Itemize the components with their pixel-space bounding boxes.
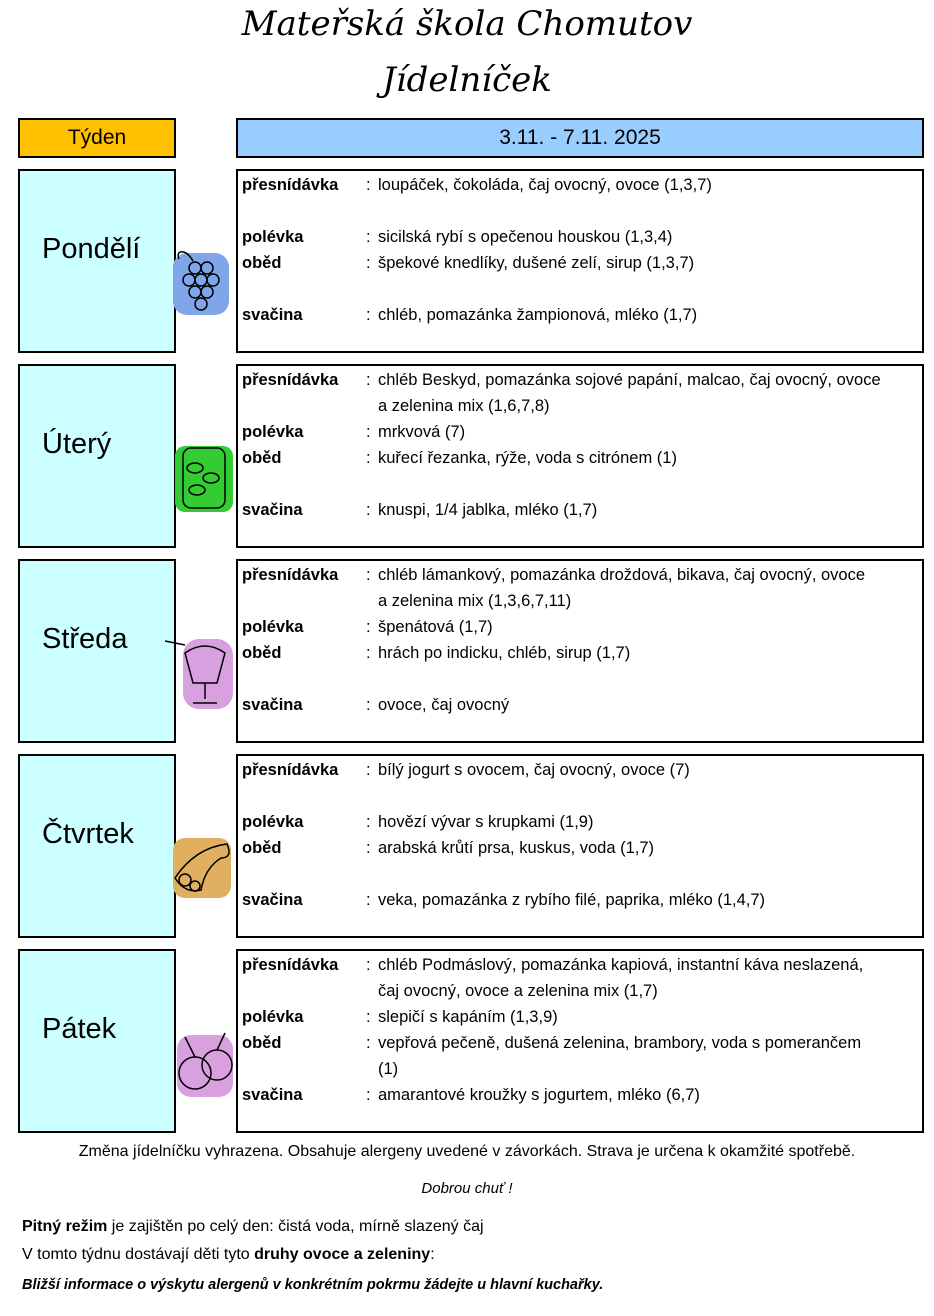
lunch-text-2: (1) <box>378 1060 399 1078</box>
snack1-text: bílý jogurt s ovocem, čaj ovocný, ovoce … <box>378 761 690 779</box>
snack1-label: přesnídávka <box>242 176 339 194</box>
snack2-label: svačina <box>242 306 303 324</box>
snack2-label: svačina <box>242 1086 303 1104</box>
lunch-label: oběd <box>242 449 282 467</box>
snack2-text: chléb, pomazánka žampionová, mléko (1,7) <box>378 306 698 324</box>
page-title: Jídelníček <box>382 60 552 100</box>
colon: : <box>366 644 371 662</box>
lunch-text: arabská krůtí prsa, kuskus, voda (1,7) <box>378 839 655 857</box>
colon: : <box>366 1086 371 1104</box>
fruit-info: V tomto týdnu dostávají děti tyto druhy … <box>22 1246 435 1264</box>
colon: : <box>366 176 371 194</box>
apples-icon <box>177 1032 233 1097</box>
day-name: Úterý <box>42 428 112 460</box>
soup-text: sicilská rybí s opečenou houskou (1,3,4) <box>378 228 673 246</box>
jar-icon <box>175 446 233 512</box>
day-box-2: Středa <box>18 559 233 743</box>
lunch-text: vepřová pečeně, dušená zelenina, brambor… <box>378 1034 862 1052</box>
soup-text: mrkvová (7) <box>378 423 466 441</box>
snack1-text: chléb Beskyd, pomazánka sojové papání, m… <box>378 371 881 389</box>
colon: : <box>366 306 371 324</box>
soup-text: hovězí vývar s krupkami (1,9) <box>378 813 594 831</box>
wish: Dobrou chuť ! <box>421 1180 513 1197</box>
lunch-text: kuřecí řezanka, rýže, voda s citrónem (1… <box>378 449 677 467</box>
day-menu-0: přesnídávka : loupáček, čokoláda, čaj ov… <box>236 169 924 353</box>
snack2-label: svačina <box>242 696 303 714</box>
snack1-text-2: a zelenina mix (1,3,6,7,11) <box>378 592 572 610</box>
week-dates: 3.11. - 7.11. 2025 <box>236 118 924 158</box>
colon: : <box>366 761 371 779</box>
lunch-text: hrách po indicku, chléb, sirup (1,7) <box>378 644 631 662</box>
notice: Změna jídelníčku vyhrazena. Obsahuje ale… <box>78 1143 856 1160</box>
lunch-label: oběd <box>242 839 282 857</box>
snack2-text: veka, pomazánka z rybího filé, paprika, … <box>378 891 766 909</box>
drink-bold: Pitný režim <box>22 1218 108 1235</box>
snack2-text: amarantové kroužky s jogurtem, mléko (6,… <box>378 1086 700 1104</box>
day-menu-3: přesnídávka : bílý jogurt s ovocem, čaj … <box>236 754 924 938</box>
drinking-regime: Pitný režim je zajištěn po celý den: čis… <box>22 1218 484 1236</box>
colon: : <box>366 1034 371 1052</box>
snack2-label: svačina <box>242 501 303 519</box>
colon: : <box>366 839 371 857</box>
colon: : <box>366 618 371 636</box>
lunch-text: špekové knedlíky, dušené zelí, sirup (1,… <box>378 254 695 272</box>
day-name: Středa <box>42 623 128 655</box>
fruit-pre: V tomto týdnu dostávají děti tyto <box>22 1246 255 1263</box>
day-box-3: Čtvrtek <box>18 754 231 938</box>
cornucopia-icon <box>173 838 231 898</box>
soup-label: polévka <box>242 1008 304 1026</box>
fruit-post: : <box>430 1246 435 1263</box>
soup-label: polévka <box>242 228 304 246</box>
snack2-label: svačina <box>242 891 303 909</box>
snack1-text: chléb Podmáslový, pomazánka kapiová, ins… <box>378 956 864 974</box>
day-menu-2: přesnídávka : chléb lámankový, pomazánka… <box>236 559 924 743</box>
snack1-label: přesnídávka <box>242 371 339 389</box>
grapes-icon <box>173 251 229 315</box>
colon: : <box>366 228 371 246</box>
snack2-text: ovoce, čaj ovocný <box>378 696 510 714</box>
lunch-label: oběd <box>242 1034 282 1052</box>
day-menu-4: přesnídávka : chléb Podmáslový, pomazánk… <box>236 949 924 1133</box>
week-label: Týden <box>18 118 176 158</box>
snack1-text-2: čaj ovocný, ovoce a zelenina mix (1,7) <box>378 982 658 1000</box>
colon: : <box>366 371 371 389</box>
fruit-bold: druhy ovoce a zeleniny <box>254 1246 431 1263</box>
day-menu-1: přesnídávka : chléb Beskyd, pomazánka so… <box>236 364 924 548</box>
colon: : <box>366 891 371 909</box>
lunch-label: oběd <box>242 254 282 272</box>
lunch-label: oběd <box>242 644 282 662</box>
day-name: Čtvrtek <box>42 818 134 850</box>
snack1-label: přesnídávka <box>242 761 339 779</box>
drink-text: je zajištěn po celý den: čistá voda, mír… <box>107 1218 484 1235</box>
colon: : <box>366 254 371 272</box>
colon: : <box>366 956 371 974</box>
school-name: Mateřská škola Chomutov <box>241 4 693 44</box>
day-box-0: Pondělí <box>18 169 229 353</box>
day-name: Pátek <box>42 1013 117 1045</box>
colon: : <box>366 813 371 831</box>
allergen-info: Bližší informace o výskytu alergenů v ko… <box>22 1277 604 1293</box>
soup-label: polévka <box>242 423 304 441</box>
snack1-label: přesnídávka <box>242 956 339 974</box>
day-box-4: Pátek <box>18 949 233 1133</box>
colon: : <box>366 566 371 584</box>
colon: : <box>366 449 371 467</box>
day-box-1: Úterý <box>18 364 233 548</box>
soup-label: polévka <box>242 813 304 831</box>
soup-label: polévka <box>242 618 304 636</box>
colon: : <box>366 696 371 714</box>
snack2-text: knuspi, 1/4 jablka, mléko (1,7) <box>378 501 598 519</box>
sundae-icon <box>164 639 233 709</box>
snack1-text: loupáček, čokoláda, čaj ovocný, ovoce (1… <box>378 176 712 194</box>
colon: : <box>366 501 371 519</box>
soup-text: špenátová (1,7) <box>378 618 493 636</box>
colon: : <box>366 423 371 441</box>
colon: : <box>366 1008 371 1026</box>
snack1-text: chléb lámankový, pomazánka droždová, bik… <box>378 566 866 584</box>
soup-text: slepičí s kapáním (1,3,9) <box>378 1008 558 1026</box>
day-name: Pondělí <box>42 233 141 265</box>
snack1-text-2: a zelenina mix (1,6,7,8) <box>378 397 550 415</box>
snack1-label: přesnídávka <box>242 566 339 584</box>
